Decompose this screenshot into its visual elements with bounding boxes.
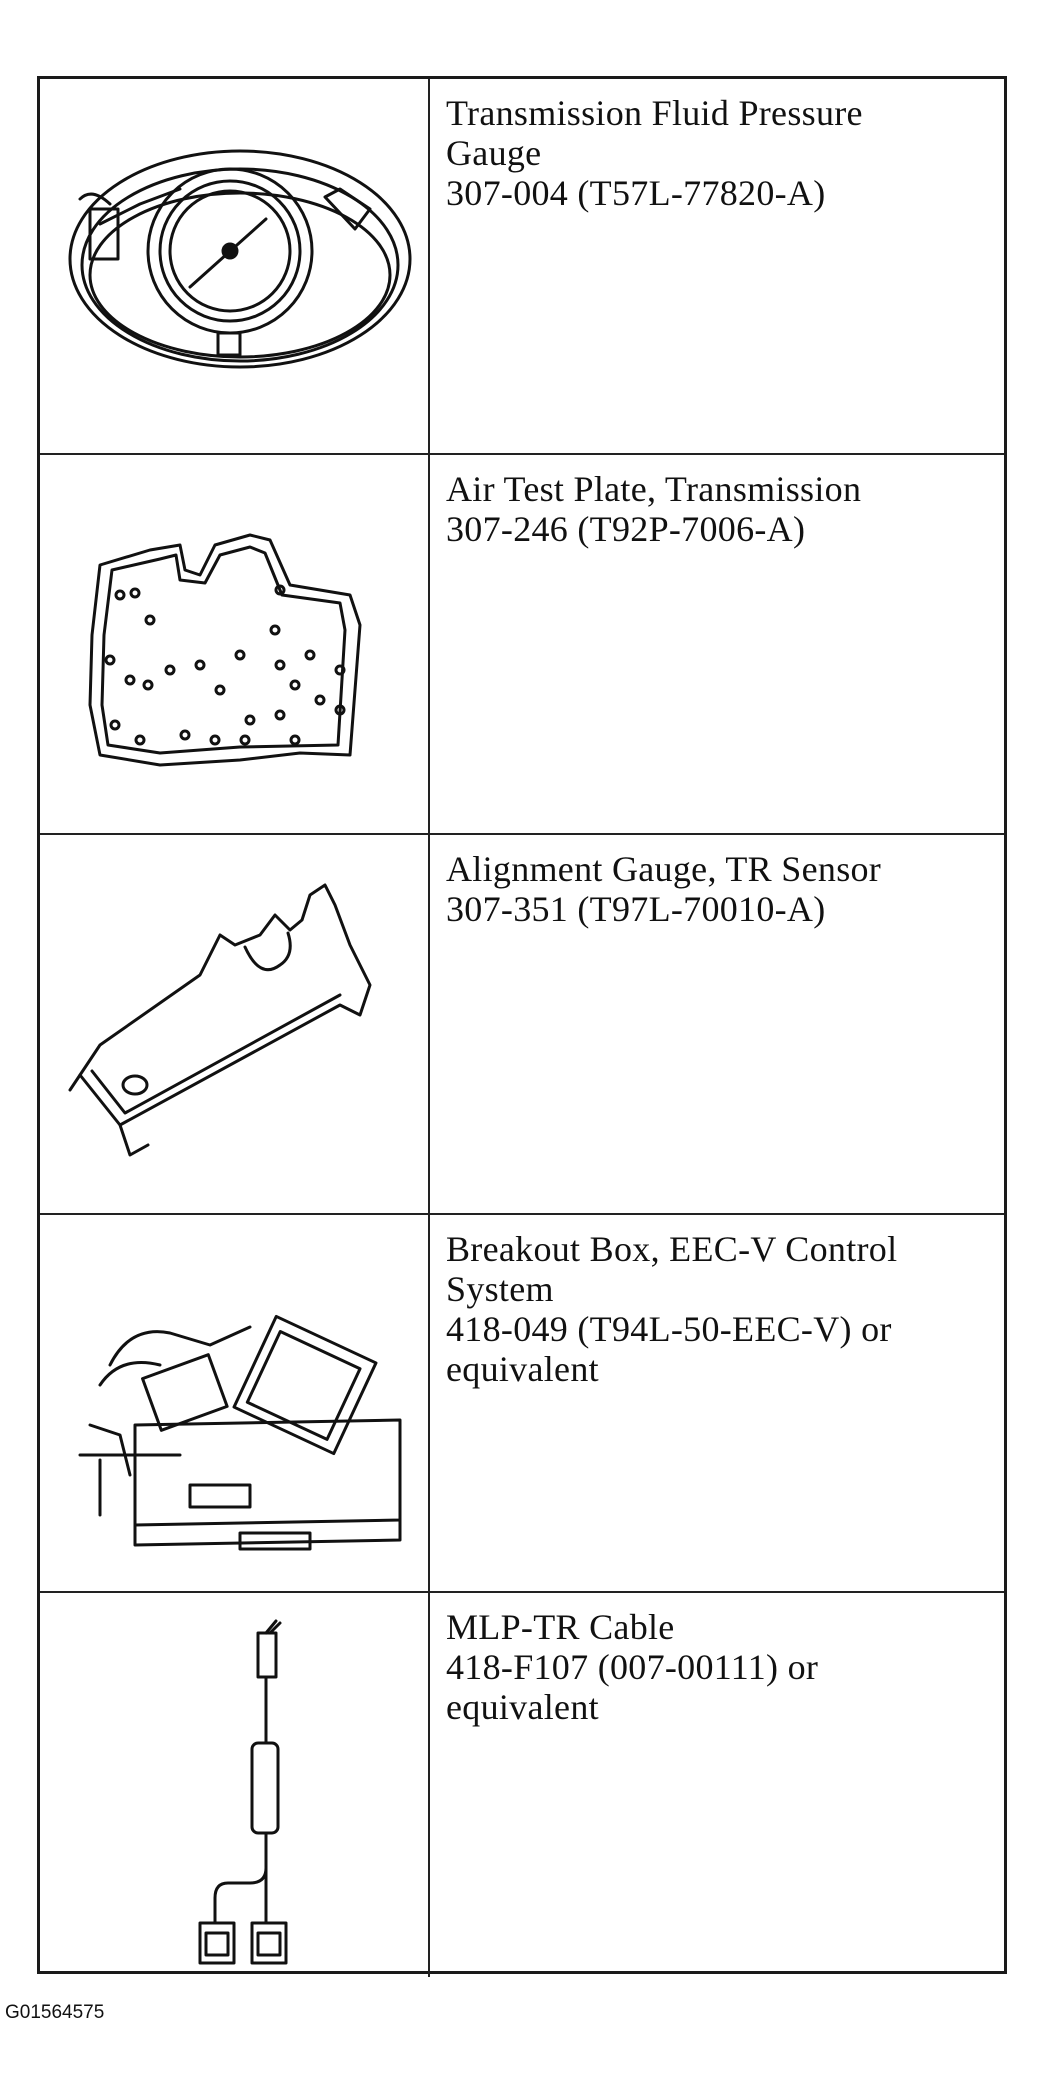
column-divider — [428, 835, 430, 1213]
air-test-plate-icon — [40, 455, 428, 833]
tool-name-line: Air Test Plate, Transmission — [446, 469, 862, 509]
tool-name-line: Gauge — [446, 133, 542, 173]
tool-row: Air Test Plate, Transmission 307-246 (T9… — [40, 455, 1004, 835]
tool-name-line: MLP-TR Cable — [446, 1607, 675, 1647]
tool-number-line: 307-004 (T57L-77820-A) — [446, 173, 826, 213]
tool-number-line: 418-F107 (007-00111) or — [446, 1647, 819, 1687]
tool-row: Breakout Box, EEC-V Control System 418-0… — [40, 1215, 1004, 1593]
tool-name-line: Breakout Box, EEC-V Control — [446, 1229, 898, 1269]
column-divider — [428, 455, 430, 833]
special-tools-table: Transmission Fluid Pressure Gauge 307-00… — [37, 76, 1007, 1977]
tool-note-line: equivalent — [446, 1687, 599, 1727]
tool-note-line: equivalent — [446, 1349, 599, 1389]
column-divider — [428, 1215, 430, 1591]
alignment-gauge-icon — [40, 835, 428, 1213]
tool-row: Transmission Fluid Pressure Gauge 307-00… — [40, 79, 1004, 455]
tool-number-line: 418-049 (T94L-50-EEC-V) or — [446, 1309, 892, 1349]
column-divider — [428, 1593, 430, 1977]
tool-number-line: 307-246 (T92P-7006-A) — [446, 509, 806, 549]
tool-description: Alignment Gauge, TR Sensor 307-351 (T97L… — [446, 849, 966, 929]
tool-name-line: System — [446, 1269, 554, 1309]
tool-description: Breakout Box, EEC-V Control System 418-0… — [446, 1229, 966, 1389]
tool-row: MLP-TR Cable 418-F107 (007-00111) or equ… — [40, 1593, 1004, 1977]
tool-description: Transmission Fluid Pressure Gauge 307-00… — [446, 93, 966, 213]
tool-number-line: 307-351 (T97L-70010-A) — [446, 889, 826, 929]
tool-name-line: Alignment Gauge, TR Sensor — [446, 849, 882, 889]
tool-row: Alignment Gauge, TR Sensor 307-351 (T97L… — [40, 835, 1004, 1215]
tool-name-line: Transmission Fluid Pressure — [446, 93, 863, 133]
column-divider — [428, 79, 430, 453]
breakout-box-icon — [40, 1215, 428, 1591]
figure-id: G01564575 — [5, 2002, 105, 2023]
pressure-gauge-icon — [40, 79, 428, 453]
tool-description: Air Test Plate, Transmission 307-246 (T9… — [446, 469, 966, 549]
tool-description: MLP-TR Cable 418-F107 (007-00111) or equ… — [446, 1607, 966, 1727]
mlp-tr-cable-icon — [40, 1593, 428, 1977]
